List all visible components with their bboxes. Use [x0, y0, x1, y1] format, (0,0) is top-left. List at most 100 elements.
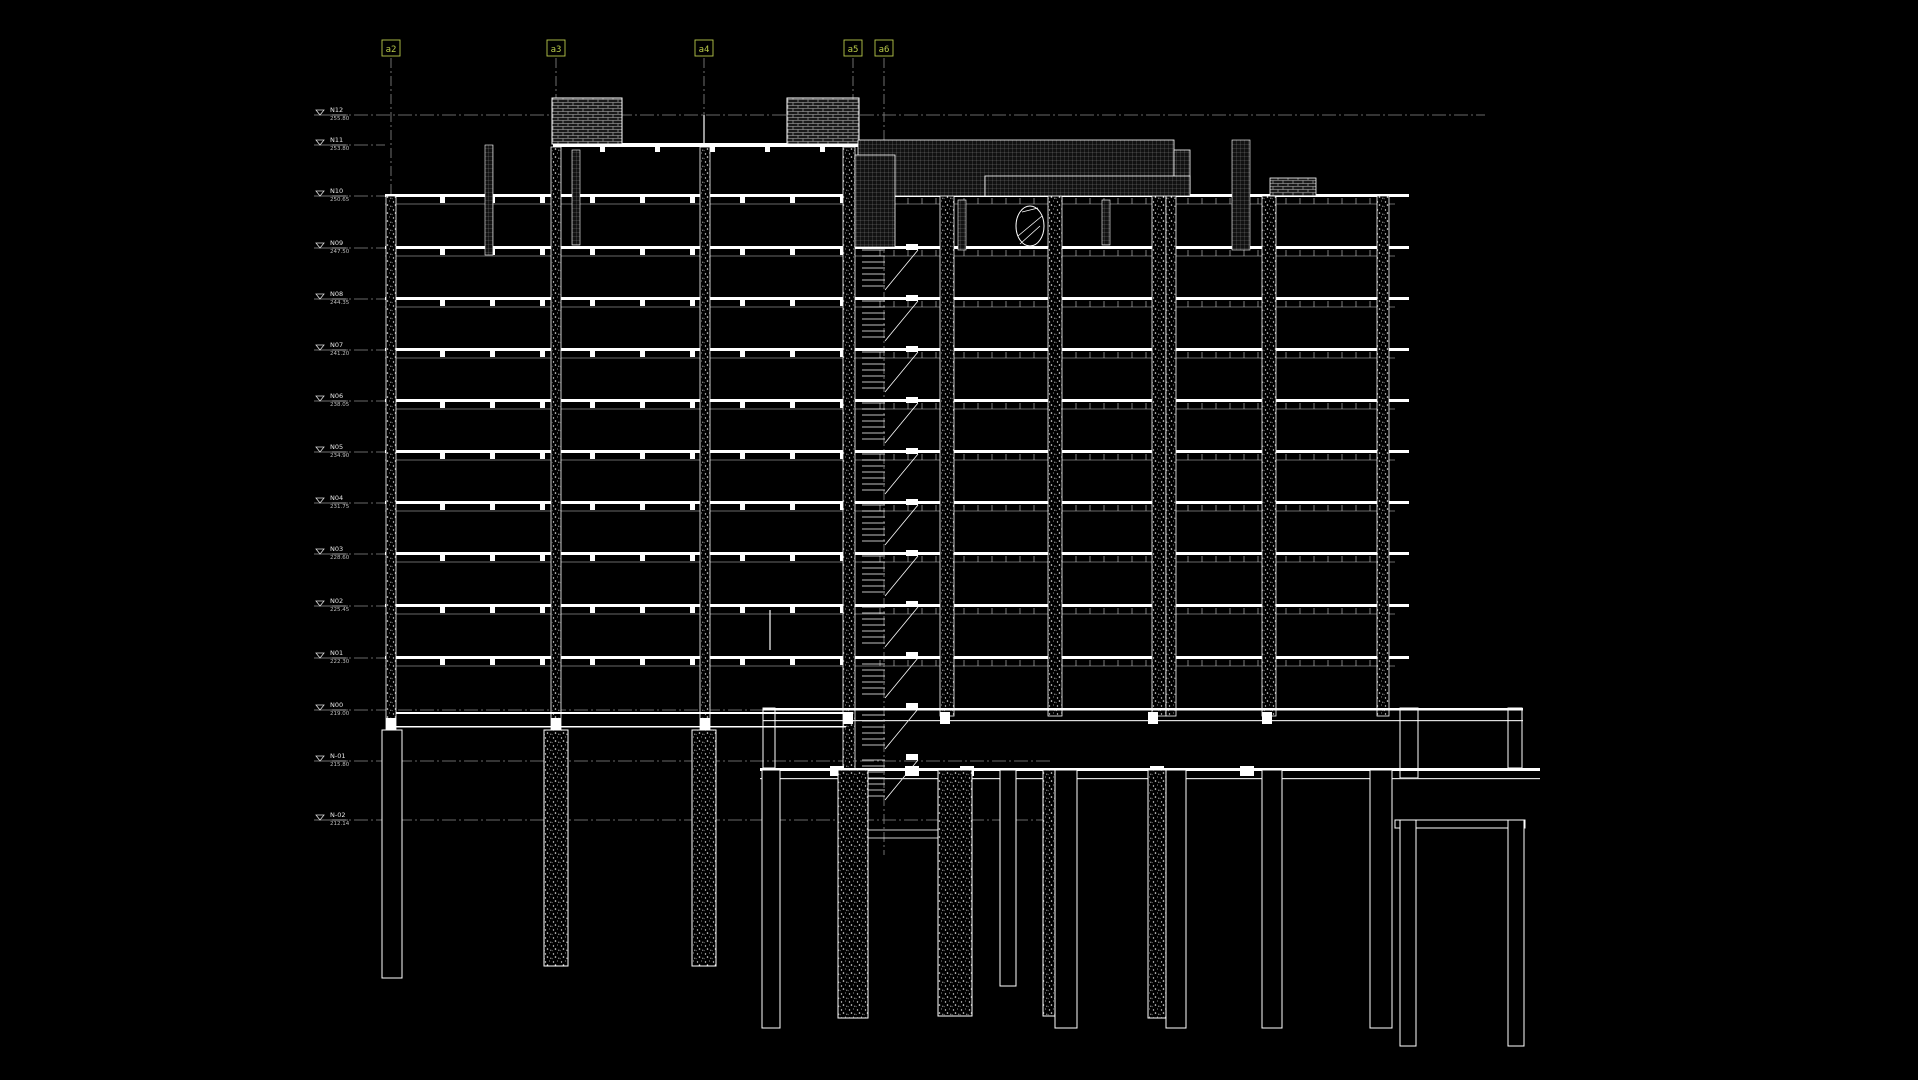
roof-stub-column [484, 144, 494, 256]
lower-beam [1394, 819, 1526, 829]
beam-section [690, 504, 695, 510]
beam-section [740, 659, 745, 665]
level-markers: N12255.80N11253.80N10250.65N09247.50N082… [314, 106, 350, 827]
stair-stringer [884, 606, 919, 648]
foundation-pile [837, 769, 869, 1019]
column [939, 195, 955, 717]
beam-section [790, 249, 795, 255]
beam-section [740, 197, 745, 203]
podium-slab-soffit [763, 720, 1523, 722]
foundation-pile [1369, 769, 1393, 1029]
level-elevation: 244.35 [330, 300, 350, 306]
column-head [940, 712, 950, 724]
foundation-pile [381, 729, 403, 979]
column [550, 146, 562, 731]
stair-stringer [884, 351, 919, 393]
level-elevation: 222.30 [330, 659, 350, 665]
beam-section [540, 504, 545, 510]
grid-bubble-label: a2 [386, 45, 397, 55]
beam-section [440, 659, 445, 665]
stair-stringer [884, 300, 919, 342]
column-head [1148, 712, 1158, 724]
beam-section [710, 146, 715, 152]
level-name: N02 [330, 597, 343, 605]
beam-section [820, 146, 825, 152]
level-elevation: 212.14 [330, 821, 350, 827]
spiral-stair [1015, 205, 1045, 247]
level-elevation: 241.20 [330, 351, 350, 357]
floor-slab [385, 246, 1409, 249]
beam-section [640, 249, 645, 255]
beam-section [590, 249, 595, 255]
foundation-pile [937, 769, 973, 1017]
beam-section [740, 607, 745, 613]
floor-slab [385, 399, 1409, 402]
beam-section [765, 146, 770, 152]
level-triangle-icon [315, 652, 325, 659]
level-name: N-02 [330, 811, 345, 819]
stair-landing [906, 550, 918, 556]
level-triangle-icon [315, 139, 325, 146]
slab-beam-block [1240, 766, 1254, 776]
level-triangle-icon [315, 600, 325, 607]
level-elevation: 247.50 [330, 249, 350, 255]
stair-landing [906, 346, 918, 352]
level-triangle-icon [315, 548, 325, 555]
stair-landing [906, 448, 918, 454]
level-elevation: 234.90 [330, 453, 350, 459]
level-elevation: 215.80 [330, 762, 350, 768]
beam-section [590, 351, 595, 357]
level-triangle-icon [315, 344, 325, 351]
beam-section [655, 146, 660, 152]
beam-section [790, 453, 795, 459]
stair-landing [906, 703, 918, 709]
beam-section [690, 453, 695, 459]
beam-section [840, 453, 845, 459]
grid-bubble [843, 39, 863, 57]
ground-beam-soffit [396, 726, 846, 728]
beam-section [790, 197, 795, 203]
beam-section [740, 249, 745, 255]
beam-section [690, 197, 695, 203]
beam-section [640, 555, 645, 561]
beam-section [490, 300, 495, 306]
stair-stringer [884, 402, 919, 444]
level-triangle-icon [315, 109, 325, 116]
level-name: N00 [330, 701, 343, 709]
level-triangle-icon [315, 755, 325, 762]
column [1151, 195, 1167, 717]
level-name: N05 [330, 443, 343, 451]
level-name: N06 [330, 392, 343, 400]
stair-stringer [884, 555, 919, 597]
beam-section [590, 607, 595, 613]
beam-section [840, 659, 845, 665]
podium-wall [1399, 707, 1419, 779]
column [385, 195, 397, 731]
foundation-pile [1261, 769, 1283, 1029]
beam-section [540, 607, 545, 613]
grid-bubble [381, 39, 401, 57]
beam-section [690, 555, 695, 561]
level-name: N12 [330, 106, 343, 114]
building-structure [381, 97, 1540, 1047]
beam-section [690, 351, 695, 357]
ground-beam [396, 712, 846, 714]
grid-bubble-label: a6 [879, 45, 890, 55]
floor-slab [385, 604, 1409, 607]
roof-stub-column [1101, 199, 1111, 246]
beam-section [440, 197, 445, 203]
level-name: N07 [330, 341, 343, 349]
level-name: N09 [330, 239, 343, 247]
beam-section [840, 249, 845, 255]
column [1261, 195, 1277, 717]
beam-section [690, 249, 695, 255]
stair-core-top [854, 154, 896, 248]
beam-section [440, 249, 445, 255]
podium-wall [762, 707, 776, 769]
roof-mesh-volume [984, 175, 1191, 197]
beam-section [440, 300, 445, 306]
level-name: N11 [330, 136, 343, 144]
beam-section [490, 402, 495, 408]
stair-stringer [884, 249, 919, 291]
